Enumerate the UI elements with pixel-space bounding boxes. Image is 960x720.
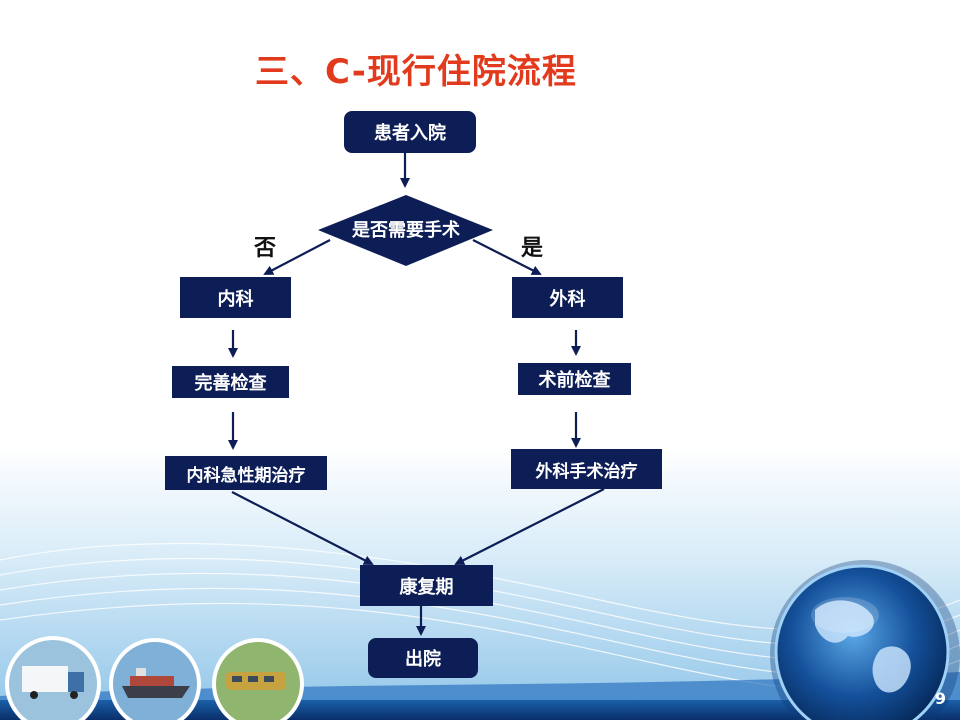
branch-label-no: 否 (254, 236, 277, 261)
node-recovery: 康复期 (360, 565, 493, 606)
node-acute-treatment: 内科急性期治疗 (165, 456, 327, 490)
branch-label-yes: 是 (521, 236, 544, 261)
node-preop-exam: 术前检查 (518, 363, 631, 395)
node-discharge: 出院 (368, 638, 478, 678)
decision-diamond (318, 195, 493, 266)
arrow-operation-to-recovery (454, 488, 605, 565)
node-surgery: 外科 (512, 277, 623, 318)
train-photo-icon (212, 638, 304, 720)
slide-title: 三、C-现行住院流程 (255, 52, 577, 92)
node-decision-label: 是否需要手术 (352, 220, 460, 241)
ship-photo-icon (109, 638, 201, 720)
arrow-decision-to-internal (263, 239, 331, 275)
node-complete-exam: 完善检查 (172, 366, 289, 398)
arrow-decision-to-surgery (472, 239, 542, 275)
node-surgical-treatment: 外科手术治疗 (511, 449, 662, 489)
page-number: 9 (934, 689, 946, 708)
truck-photo-icon (5, 636, 101, 720)
node-internal-medicine: 内科 (180, 277, 291, 318)
arrow-acute-to-recovery (231, 491, 374, 565)
node-admission: 患者入院 (344, 111, 476, 153)
